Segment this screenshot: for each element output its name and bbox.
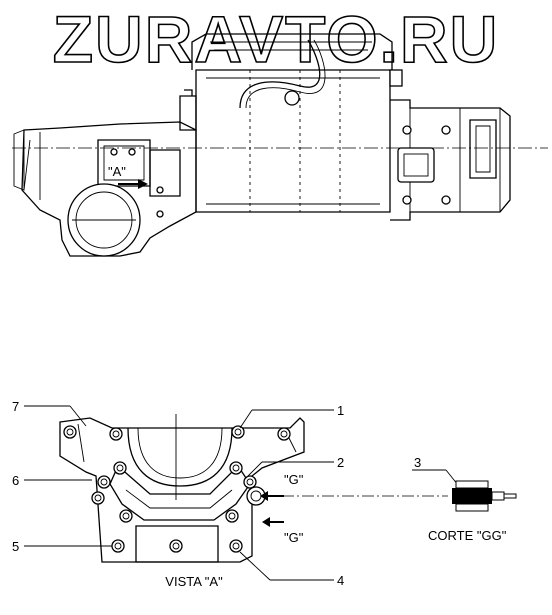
bolt-stud <box>491 491 505 501</box>
callout-2: 2 <box>337 455 344 470</box>
section-arrow-upper-head <box>260 491 268 501</box>
rear-housing <box>390 99 511 221</box>
bolt-holes <box>63 425 291 553</box>
section-gg-detail: CORTE "GG" <box>428 480 517 543</box>
callout-5: 5 <box>12 539 19 554</box>
washer-top <box>455 480 489 489</box>
section-arrow-label-lower: "G" <box>284 530 304 545</box>
section-arrow-label-upper: "G" <box>284 472 304 487</box>
bolt-tip <box>503 493 517 499</box>
view-arrow-head <box>138 179 148 189</box>
watermark-text: ZURAVTO.RU <box>53 2 500 76</box>
rubber-bushing <box>452 488 492 504</box>
top-cover <box>191 33 393 70</box>
callout-1: 1 <box>337 403 344 418</box>
bell-housing <box>21 121 197 257</box>
callout-3: 3 <box>414 455 421 470</box>
section-arrow-lower-head <box>262 517 270 527</box>
callout-6: 6 <box>12 473 19 488</box>
transmission-assembly: "A" <box>12 33 548 257</box>
vista-a-title: VISTA "A" <box>165 574 223 589</box>
callout-7: 7 <box>12 399 19 414</box>
mounting-plate-outline <box>59 417 305 563</box>
washer-bottom <box>455 503 489 512</box>
section-gg-label: CORTE "GG" <box>428 528 507 543</box>
vista-a-mounting-plate: "G" "G" 7 1 2 3 6 5 4 VISTA "A" <box>12 399 463 589</box>
callout-4: 4 <box>337 573 344 588</box>
bearing-arch <box>127 427 233 487</box>
callout-view-a: "A" <box>108 164 126 179</box>
